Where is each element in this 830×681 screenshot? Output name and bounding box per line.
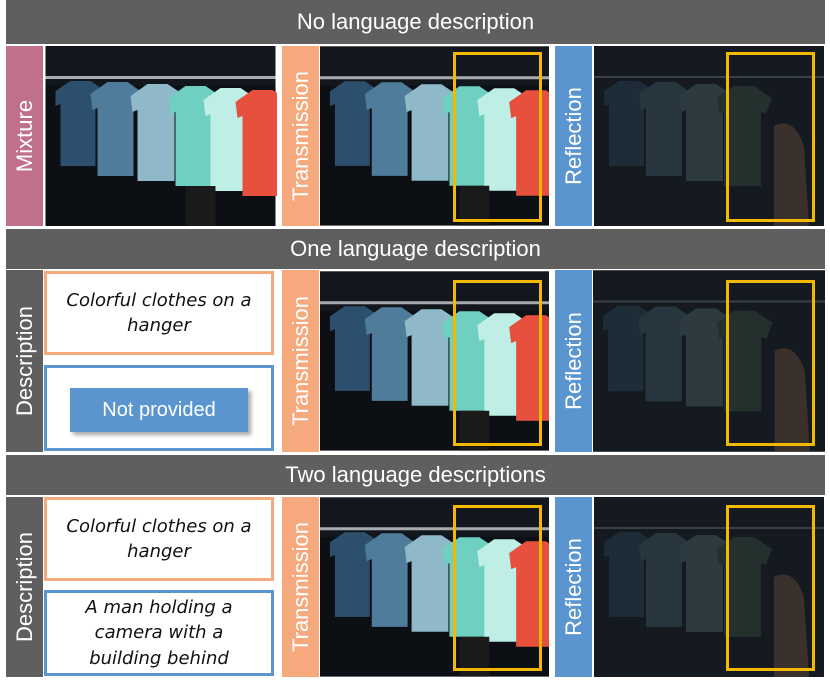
banner-one-description: One language description xyxy=(6,229,825,269)
description-box-man: A man holding a camera with a building b… xyxy=(44,590,274,676)
description-label: Description xyxy=(6,270,43,452)
transmission-image xyxy=(320,46,549,226)
reflection-image xyxy=(593,270,825,452)
description-box-clothes: Colorful clothes on a hanger xyxy=(44,271,274,355)
mixture-image xyxy=(44,46,277,226)
not-provided-button[interactable]: Not provided xyxy=(70,388,248,432)
transmission-label: Transmission xyxy=(282,497,319,677)
reflection-image xyxy=(593,497,825,677)
reflection-label: Reflection xyxy=(555,270,592,452)
banner-no-description: No language description xyxy=(6,0,825,44)
description-box-clothes: Colorful clothes on a hanger xyxy=(44,497,274,581)
reflection-label: Reflection xyxy=(555,46,592,226)
reflection-image xyxy=(593,46,825,226)
description-label: Description xyxy=(6,497,43,677)
highlight-box xyxy=(726,280,815,446)
highlight-box xyxy=(726,52,815,222)
banner-two-descriptions: Two language descriptions xyxy=(6,455,825,495)
highlight-box xyxy=(453,505,542,671)
transmission-label: Transmission xyxy=(282,270,319,452)
transmission-image xyxy=(320,497,549,677)
highlight-box xyxy=(453,52,542,222)
transmission-label: Transmission xyxy=(282,46,319,226)
highlight-box xyxy=(726,505,815,671)
highlight-box xyxy=(453,280,542,446)
transmission-image xyxy=(320,270,549,452)
reflection-label: Reflection xyxy=(555,497,592,677)
mixture-label: Mixture xyxy=(6,46,43,226)
